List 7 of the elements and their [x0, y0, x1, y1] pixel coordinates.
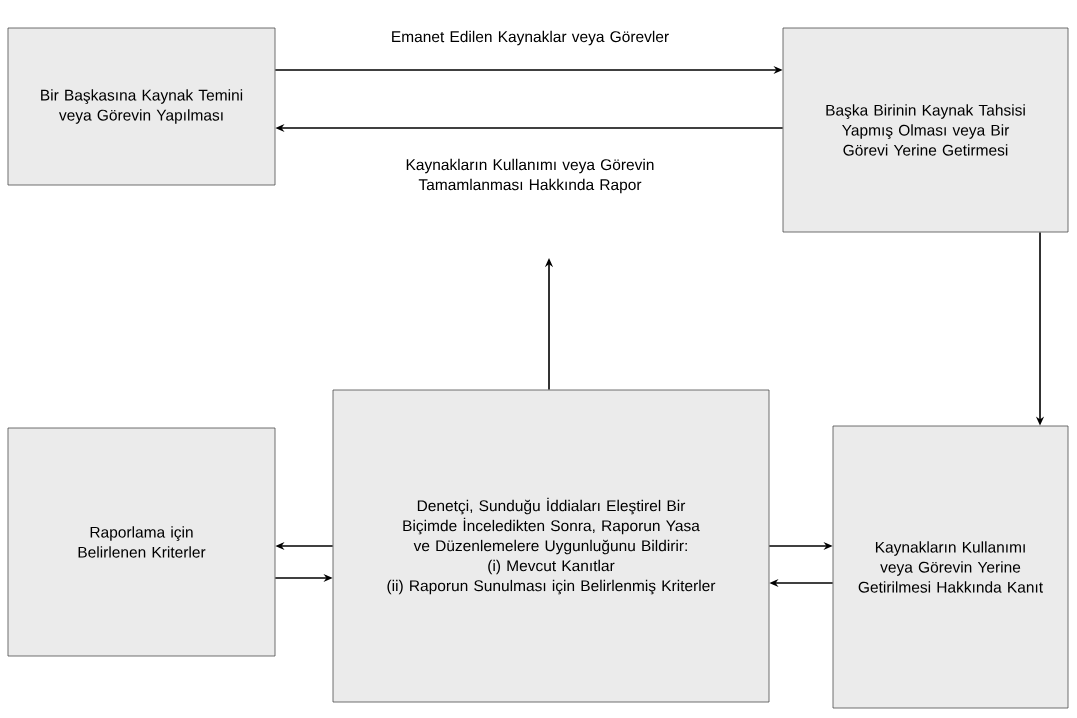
text-box: Başka Birinin Kaynak Tahsisi Yapmış Olması veya Bir Görevi Yerine Getirmesi — [782, 27, 1069, 233]
text-box: Raporlama için Belirlenen Kriterler — [7, 427, 276, 657]
edge-label: Kaynakların Kullanımı veya Görevin Tamamlanması Hakkında Rapor — [406, 158, 654, 194]
text-box: Kaynakların Kullanımı veya Görevin Yerine Getirilmesi Hakkında Kanıt — [832, 425, 1069, 709]
text-box: Denetçi, Sunduğu İddiaları Eleştirel Bir Biçimde İnceledikten Sonra, Raporun Yasa ve Düzenlemelere Uygunluğunu Bildirir: (i) Mevcut Kanıtlar (ii) Raporun Sunulması için Belirlenmiş Kriterler — [332, 389, 770, 703]
edge-label: Emanet Edilen Kaynaklar veya Görevler — [392, 30, 669, 46]
text-box: Bir Başkasına Kaynak Temini veya Görevin Yapılması — [7, 27, 276, 186]
